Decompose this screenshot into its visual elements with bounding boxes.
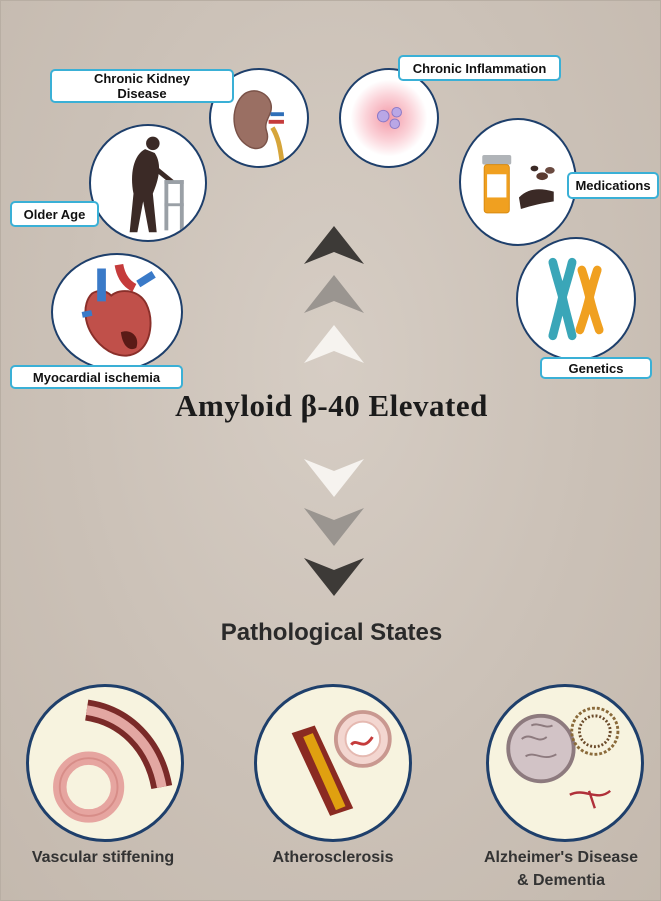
kidney-illustration <box>209 68 309 168</box>
atherosclerosis-illustration <box>254 684 412 842</box>
down-arrow-dark-icon <box>304 558 364 596</box>
alzheimers-illustration <box>486 684 644 842</box>
genetics-illustration <box>516 237 636 361</box>
amyloid-title: Amyloid β-40 Elevated <box>175 388 488 423</box>
label-genetics: Genetics <box>540 357 652 379</box>
up-arrow-light-icon <box>304 325 364 363</box>
label-dementia: & Dementia <box>516 872 606 889</box>
heart-illustration <box>51 253 183 371</box>
older-age-illustration <box>89 124 207 242</box>
label-chronic-kidney-disease: Chronic Kidney Disease <box>50 69 234 103</box>
label-chronic-inflammation: Chronic Inflammation <box>398 55 561 81</box>
pathological-states-title: Pathological States <box>220 619 443 646</box>
up-arrow-dark-icon <box>304 226 364 264</box>
label-medications: Medications <box>567 172 659 199</box>
down-arrow-medium-icon <box>304 508 364 546</box>
label-older-age: Older Age <box>10 201 99 227</box>
label-alzheimers-disease: Alzheimer's Disease <box>483 849 639 866</box>
label-atherosclerosis: Atherosclerosis <box>272 849 394 866</box>
label-vascular-stiffening: Vascular stiffening <box>31 849 175 866</box>
medications-illustration <box>459 118 577 246</box>
label-myocardial-ischemia: Myocardial ischemia <box>10 365 183 389</box>
up-arrow-medium-icon <box>304 275 364 313</box>
down-arrow-light-icon <box>304 459 364 497</box>
inflammation-illustration <box>339 68 439 168</box>
vascular-stiffening-illustration <box>26 684 184 842</box>
